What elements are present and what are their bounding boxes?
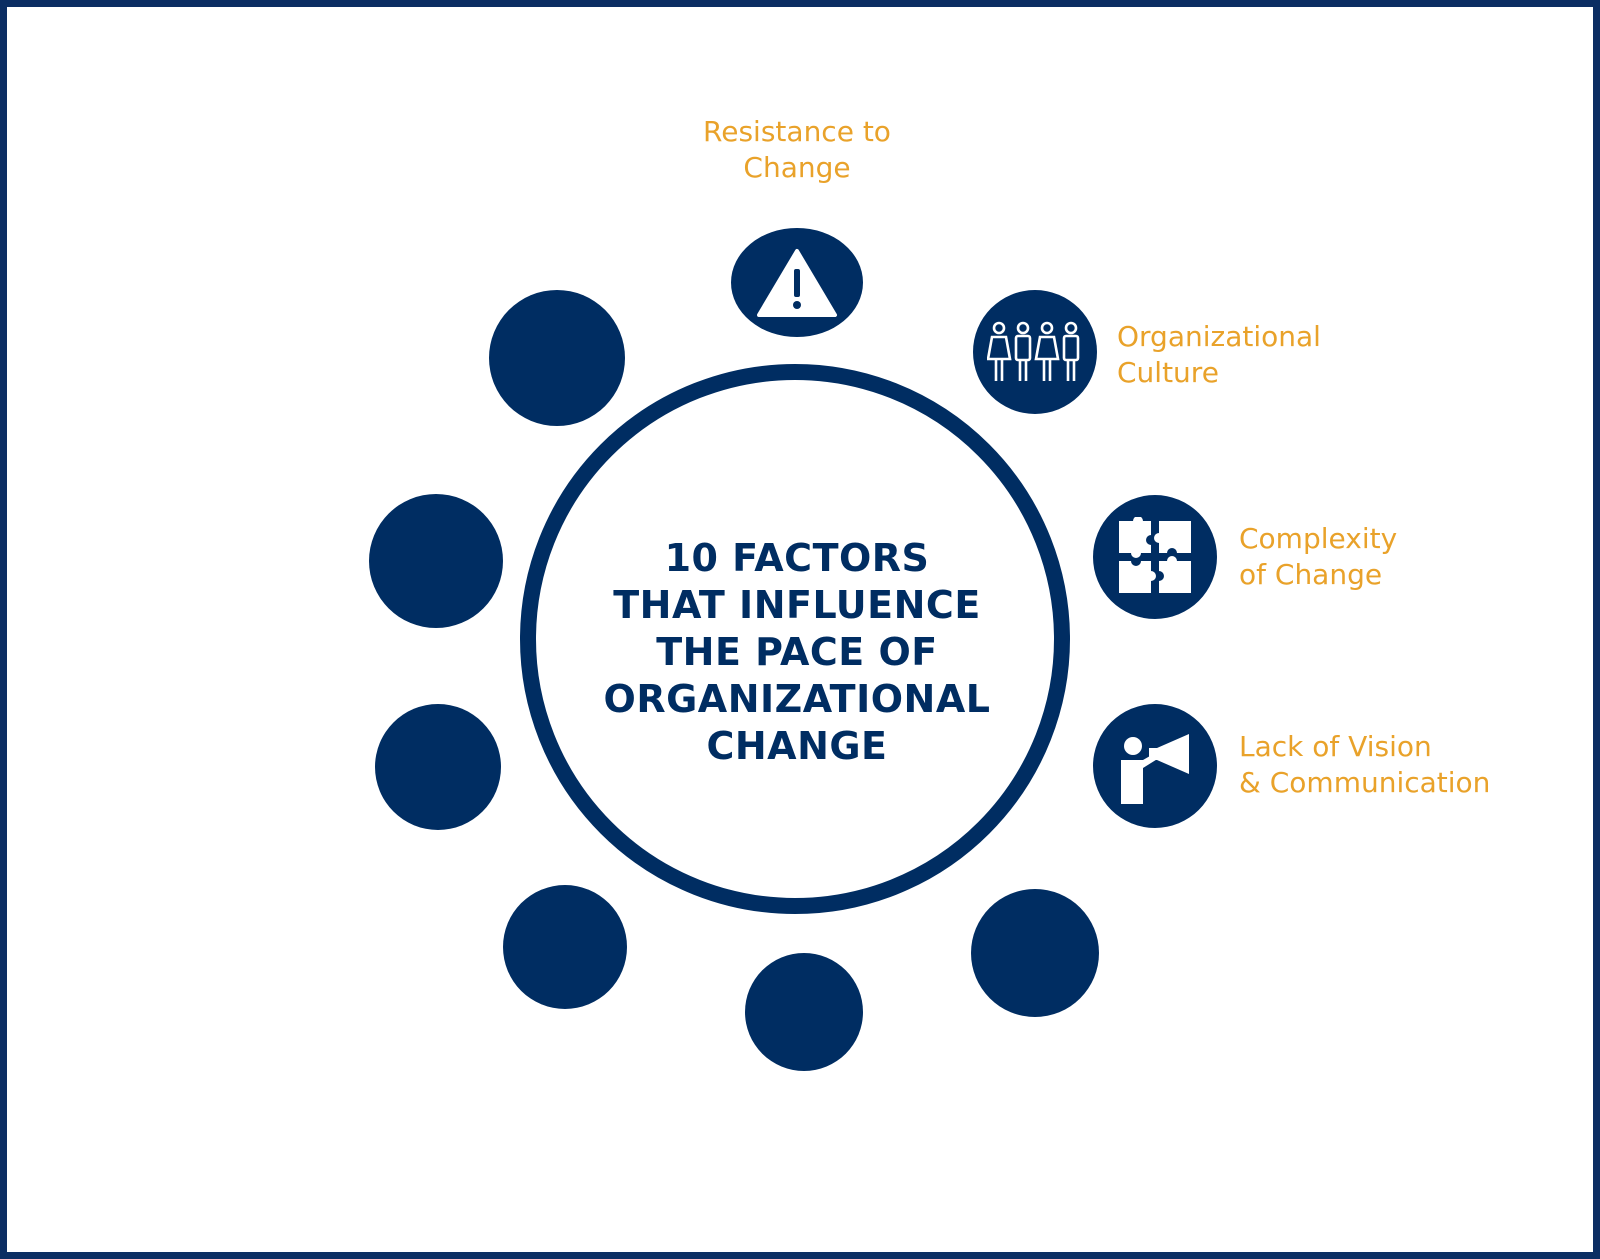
factor-node-placeholder [375,704,501,830]
factor-node-placeholder [489,290,625,426]
title-line-2: THAT INFLUENCE [613,583,981,627]
title-line-3: THE PACE OF [656,630,938,674]
puzzle-icon [1119,517,1191,593]
factor-label-line: Culture [1117,356,1219,389]
factor-label-line: & Communication [1239,766,1491,799]
factor-node-culture [973,290,1097,414]
people-icon [987,321,1080,381]
factor-label-line: Resistance to [703,115,891,148]
factor-node-placeholder [745,953,863,1071]
factor-label-complexity: Complexity of Change [1239,521,1397,593]
factor-node-placeholder [503,885,627,1009]
title-line-1: 10 FACTORS [664,536,930,580]
factor-node-vision [1093,704,1217,828]
title-line-5: CHANGE [706,724,888,768]
factor-label-culture: Organizational Culture [1117,319,1321,391]
factor-node-resistance [731,228,863,337]
factor-label-vision: Lack of Vision & Communication [1239,729,1490,801]
factor-node-placeholder [971,889,1099,1017]
factor-label-resistance: Resistance to Change [667,114,927,186]
title-line-4: ORGANIZATIONAL [603,677,991,721]
factor-label-line: Change [743,151,851,184]
factor-node-complexity [1093,495,1217,619]
factor-node-placeholder [369,494,503,628]
factor-label-line: of Change [1239,558,1383,591]
megaphone-icon [1121,734,1189,804]
diagram-title: 10 FACTORS THAT INFLUENCE THE PACE OF OR… [567,535,1027,770]
factor-label-line: Complexity [1239,522,1398,555]
warning-icon [757,248,837,317]
factor-label-line: Organizational [1117,320,1321,353]
factor-label-line: Lack of Vision [1239,730,1432,763]
